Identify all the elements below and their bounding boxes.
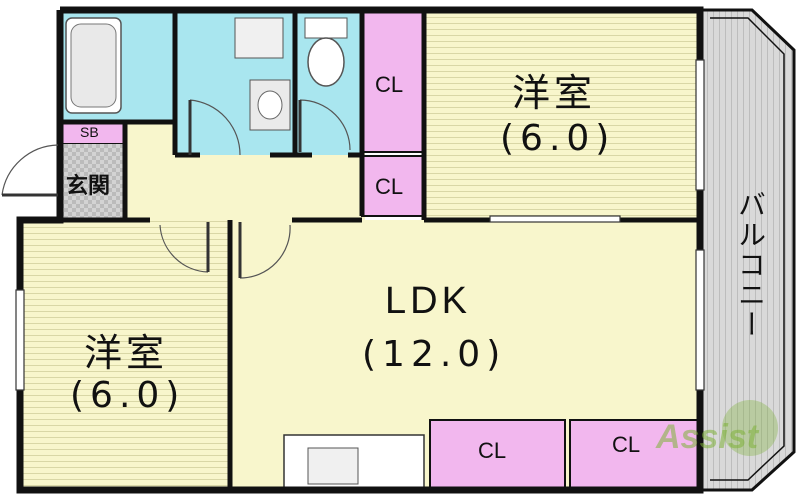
closet-2	[361, 155, 425, 217]
western-room-1-size: (6.0)	[500, 118, 616, 159]
logo-text: Assist	[655, 418, 760, 456]
closet-2-label: CL	[375, 174, 404, 199]
assist-logo: Assist	[650, 398, 790, 468]
western-room-1-floor	[425, 10, 700, 220]
ldk-size: (12.0)	[362, 334, 507, 375]
closet-3-label: CL	[478, 438, 507, 463]
western-room-2-name: 洋室	[84, 331, 169, 375]
entrance-floor	[60, 144, 125, 219]
closet-4-label: CL	[612, 432, 641, 457]
closet-1	[361, 9, 425, 153]
western-room-1-name: 洋室	[512, 71, 597, 115]
balcony-label: バルコニー	[734, 190, 767, 340]
closet-4	[569, 419, 699, 489]
shoe-box-label: SB	[80, 124, 99, 140]
ldk-name: LDK	[385, 280, 471, 322]
entrance-label: 玄関	[66, 174, 111, 199]
western-room-2-floor	[20, 220, 230, 490]
western-room-2-size: (6.0)	[70, 375, 186, 416]
closet-1-label: CL	[375, 72, 404, 97]
